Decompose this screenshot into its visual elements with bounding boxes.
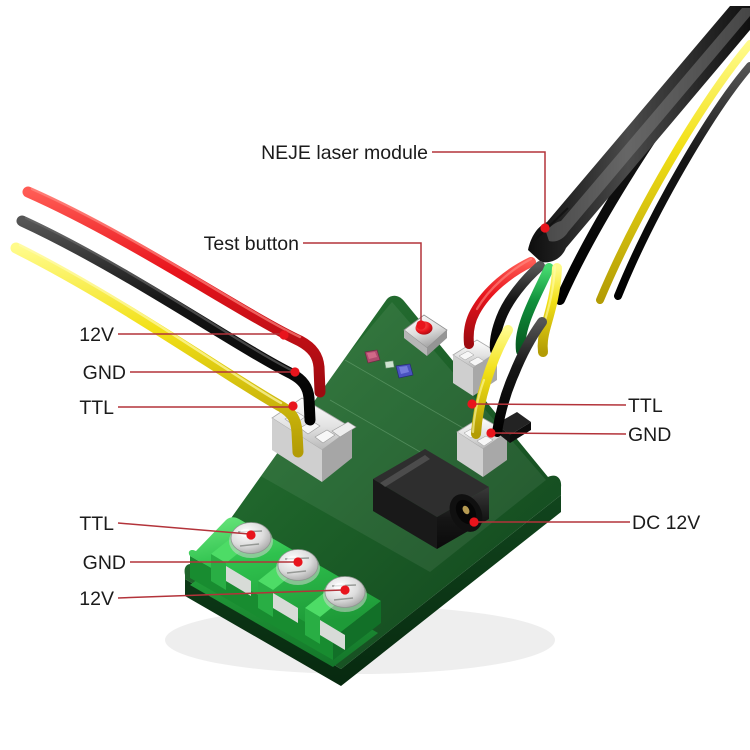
- jst-output-shell-left: [457, 432, 483, 477]
- label-input-12v: 12V: [79, 324, 114, 346]
- label-output-gnd: GND: [628, 424, 671, 446]
- dot-test-button: [416, 320, 426, 330]
- module-lead-black-outer2: [614, 62, 750, 300]
- terminal-block[interactable]: [188, 517, 381, 667]
- input-wire-harness: [10, 186, 326, 458]
- leader-term-12v: [117, 589, 344, 599]
- dc-jack-center-pin: [462, 505, 470, 515]
- module-wire-red-gloss: [475, 257, 533, 311]
- dot-wire-ttl: [288, 401, 298, 411]
- smd-part-small: [384, 360, 395, 369]
- jst-input-shell-right: [322, 428, 352, 482]
- gnd-wire-gloss: [24, 216, 293, 372]
- ttl-wire-gloss: [18, 243, 283, 405]
- test-button-base-side2: [427, 330, 447, 356]
- leader-out-gnd: [492, 432, 627, 435]
- pcb-edge: [185, 495, 561, 686]
- output-wire-harness: [471, 317, 547, 439]
- label-dc-12v: DC 12V: [632, 512, 700, 534]
- dot-wire-12v: [279, 330, 289, 340]
- dc-jack-highlight: [380, 455, 430, 487]
- gnd-wire-black: [16, 215, 316, 426]
- label-input-ttl: TTL: [79, 397, 114, 419]
- label-test-button: Test button: [204, 233, 299, 255]
- dot-out-ttl: [467, 399, 477, 409]
- smd-led-blue-highlight: [399, 366, 409, 374]
- label-terminal-gnd: GND: [83, 552, 126, 574]
- 12v-wire-red: [22, 186, 326, 398]
- smd-led-red-highlight: [367, 352, 377, 359]
- leader-term-ttl: [117, 522, 250, 535]
- label-terminal-12v: 12V: [79, 588, 114, 610]
- callout-leaders: [117, 151, 630, 599]
- module-cable: [463, 6, 750, 357]
- label-output-ttl: TTL: [628, 395, 663, 417]
- dot-neje-laser-module: [540, 223, 550, 233]
- jst-output-shell-right: [483, 432, 507, 477]
- 12v-wire-gloss: [30, 187, 302, 339]
- dc-jack-left-side: [373, 479, 437, 549]
- label-input-gnd: GND: [83, 362, 126, 384]
- dot-term-ttl: [246, 530, 256, 540]
- smd-components: [364, 349, 414, 379]
- terminal-wire-pockets: [226, 566, 345, 650]
- gnd-out-wire-black: [492, 317, 547, 437]
- leader-neje-laser-module: [432, 151, 546, 226]
- terminal-screw-gnd[interactable]: [276, 549, 320, 586]
- test-button-base-side: [404, 330, 427, 356]
- cable-sleeve: [528, 6, 750, 263]
- label-terminal-ttl: TTL: [79, 513, 114, 535]
- dot-term-gnd: [293, 557, 303, 567]
- terminal-screw-ttl[interactable]: [229, 522, 273, 559]
- module-lead-yellow-outer: [596, 40, 750, 304]
- ttl-out-wire-gloss: [471, 378, 486, 434]
- jst-module-slots: [458, 350, 485, 367]
- module-wire-red: [463, 257, 536, 349]
- module-wire-black: [489, 261, 545, 355]
- leader-out-ttl: [473, 403, 627, 406]
- module-wire-green: [515, 263, 554, 356]
- dot-wire-gnd: [290, 367, 300, 377]
- jst-module-shell-left: [453, 355, 473, 396]
- leader-test-button: [303, 242, 422, 322]
- cable-sleeve-ring: [534, 207, 569, 241]
- dot-term-12v: [340, 585, 350, 595]
- module-wire-yellow: [537, 263, 562, 357]
- dot-dc-12v: [469, 517, 479, 527]
- jst-input-latch: [331, 421, 357, 438]
- callout-labels: NEJE laser module Test button 12V GND TT…: [79, 142, 700, 610]
- dot-out-gnd: [486, 428, 496, 438]
- ttl-out-wire-yellow: [471, 325, 513, 439]
- ttl-wire-yellow: [10, 242, 304, 458]
- cable-sleeve-gloss: [546, 8, 750, 242]
- label-neje-laser-module: NEJE laser module: [261, 142, 428, 164]
- pcb-assembly: [165, 295, 562, 686]
